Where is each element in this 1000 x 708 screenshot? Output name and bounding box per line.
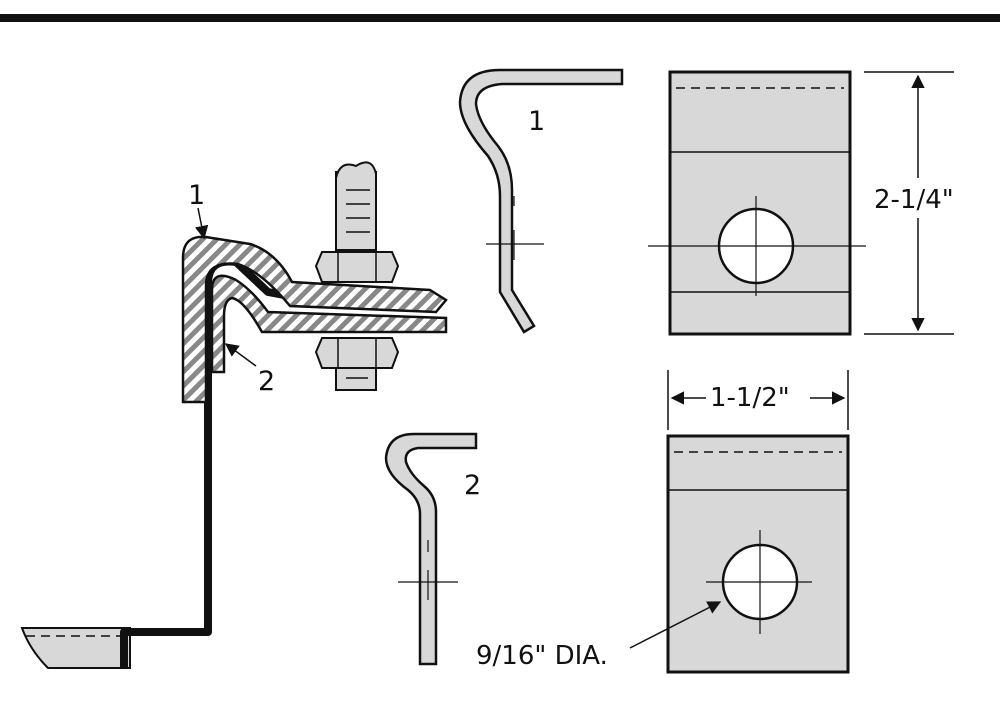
leader-arrow-2 — [224, 343, 257, 367]
clip-1-side-view: 1 — [458, 68, 624, 334]
leader-arrow-1 — [194, 207, 209, 240]
width-dimension-label: 1-1/2" — [710, 383, 790, 413]
plate-1-front-view: 2-1/4" — [648, 70, 954, 336]
height-dimension-label: 2-1/4" — [874, 185, 954, 215]
clip-2-section — [210, 274, 448, 374]
top-border — [0, 14, 1000, 22]
gutter — [20, 627, 131, 669]
clip-2-side-view: 2 — [384, 432, 481, 666]
bolt — [314, 161, 400, 391]
hole-leader-arrow — [629, 601, 722, 649]
clip-1-profile — [458, 68, 624, 334]
hole-diameter-label: 9/16" DIA. — [476, 641, 608, 671]
clip-1-label: 1 — [528, 106, 545, 137]
clip-2-label: 2 — [464, 470, 481, 501]
plate-2-front-view: 1-1/2" 9/16" DIA. — [476, 370, 850, 674]
clip-2-profile — [384, 432, 478, 666]
assembly-label-2: 2 — [258, 366, 275, 397]
assembly-view: 1 2 — [20, 161, 448, 669]
assembly-label-1: 1 — [188, 180, 205, 211]
